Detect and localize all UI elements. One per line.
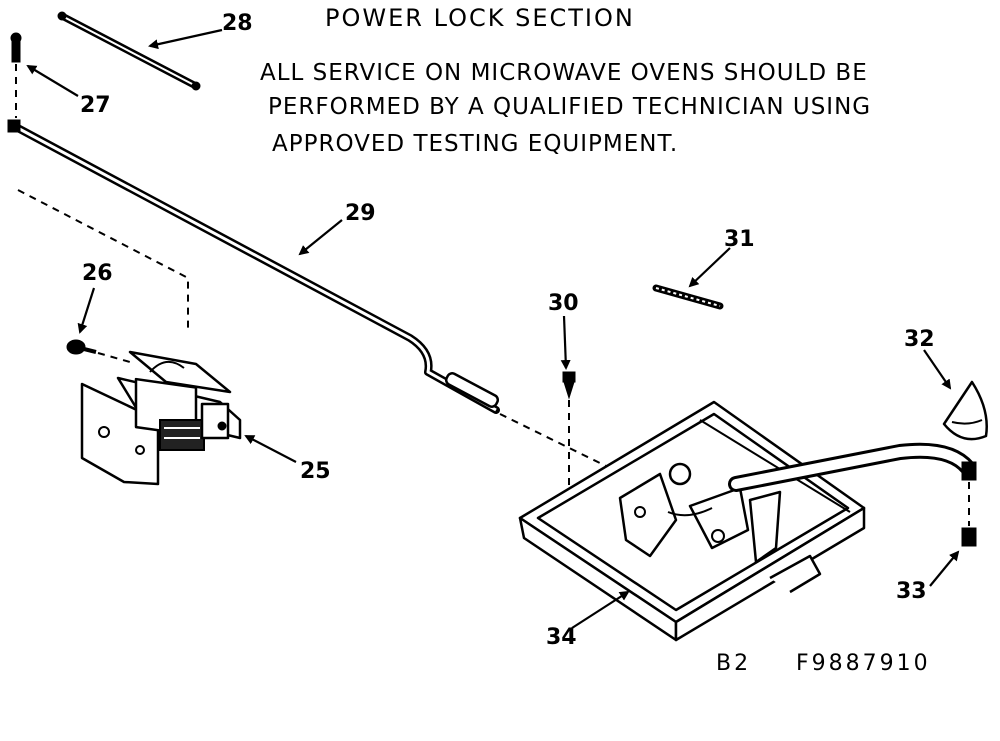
label-26: 26 [82,261,113,286]
label-32: 32 [904,327,935,352]
leader-29 [298,219,343,256]
leader-30 [560,315,571,370]
notice-line-2: PERFORMED BY A QUALIFIED TECHNICIAN USIN… [268,94,871,120]
leader-32 [923,349,952,390]
leader-27 [26,64,79,97]
diagram-title: POWER LOCK SECTION [325,4,635,32]
leader-31 [688,247,731,288]
leader-28 [148,28,223,50]
leader-34 [571,590,630,629]
part-26-screw [66,339,97,355]
part-29-long-rod [7,119,500,414]
label-30: 30 [548,291,579,316]
section-code: B2 [716,651,751,676]
label-34: 34 [546,625,577,650]
label-29: 29 [345,201,376,226]
label-33: 33 [896,579,927,604]
part-33-nut [961,527,977,547]
notice-line-3: APPROVED TESTING EQUIPMENT. [272,131,678,157]
label-25: 25 [300,459,331,484]
leader-25 [244,435,297,463]
part-25-switch-assembly [80,350,242,486]
part-28-pin-rod [57,11,201,91]
leader-33 [929,550,960,587]
part-30-screw [562,371,576,400]
leader-26 [77,287,96,334]
part-31-spring [652,284,724,310]
part-32-knob [942,380,988,441]
part-34-actuator-lever [728,442,977,492]
part-27-screw [10,32,22,63]
label-31: 31 [724,227,755,252]
label-27: 27 [80,93,111,118]
notice-line-1: ALL SERVICE ON MICROWAVE OVENS SHOULD BE [260,60,868,86]
label-28: 28 [222,11,253,36]
part-34-latch-base-plate [518,400,866,642]
figure-number: F9887910 [796,651,931,676]
